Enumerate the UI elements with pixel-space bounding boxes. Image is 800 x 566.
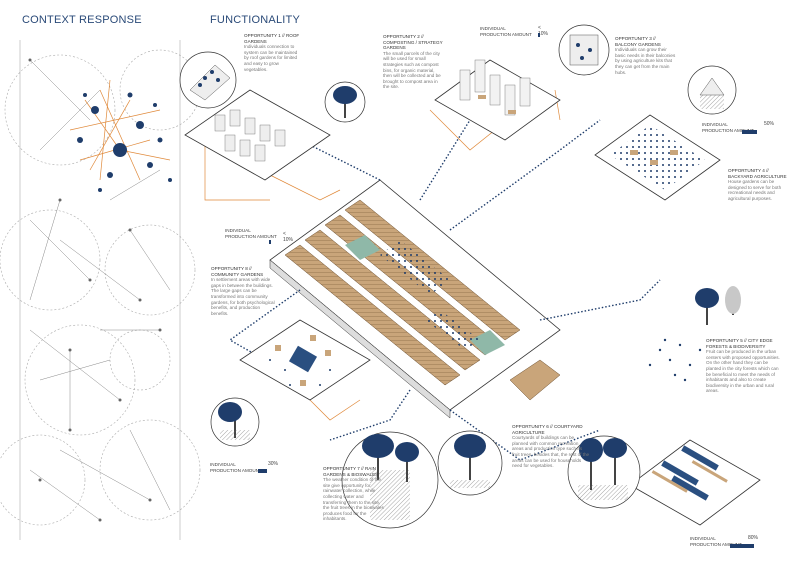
vignette-courtyard <box>437 430 503 496</box>
plate-backyard-agriculture <box>594 114 721 201</box>
opportunity-2-body: The small parcels of the city will be us… <box>383 50 441 90</box>
opportunity-3-title: OPPORTUNITY 3 // BALCONY GARDENS <box>615 36 661 47</box>
plate-city-edge-forests <box>629 439 761 526</box>
production-amount-community: INDIVIDUAL PRODUCTION AMOUNT 30% <box>210 461 278 473</box>
production-label: INDIVIDUAL PRODUCTION AMOUNT <box>480 26 532 37</box>
opportunity-7-body: The weather condition of the site give o… <box>323 477 384 522</box>
production-bar <box>742 130 757 134</box>
forest-scatter <box>648 338 702 382</box>
production-value: 50% <box>764 121 775 127</box>
context-response-header: CONTEXT RESPONSE <box>22 14 142 26</box>
plate-community-gardens <box>239 319 371 401</box>
opportunity-2-annotation: OPPORTUNITY 2 // COMPOSTING / STRATEGY G… <box>383 34 443 90</box>
opportunity-8-annotation: OPPORTUNITY 8 // COMMUNITY GARDENS In se… <box>211 266 277 316</box>
production-label: INDIVIDUAL PRODUCTION AMOUNT <box>225 228 277 239</box>
production-bar <box>269 240 271 244</box>
production-value: < 10% <box>283 231 294 243</box>
production-amount-backyard: INDIVIDUAL PRODUCTION AMOUNT 50% <box>702 121 774 134</box>
opportunity-1-title: OPPORTUNITY 1 // ROOF GARDENS <box>244 33 300 44</box>
production-value: 30% <box>268 461 279 467</box>
opportunity-4-body: House gardens can be designed to serve f… <box>728 179 782 201</box>
functionality-header: FUNCTIONALITY <box>210 14 300 26</box>
opportunity-3-annotation: OPPORTUNITY 3 // BALCONY GARDENS Individ… <box>615 36 677 75</box>
opportunity-4-title: OPPORTUNITY 4 // BACKYARD AGRICULTURE <box>728 168 787 179</box>
opportunity-4-annotation: OPPORTUNITY 4 // BACKYARD AGRICULTURE Ho… <box>728 168 790 202</box>
vignette-backyard <box>687 65 737 115</box>
opportunity-1-body: Individuals connection to system can be … <box>244 44 298 72</box>
opportunity-7-annotation: OPPORTUNITY 7 // RAIN GARDENS & BIOSWALE… <box>323 466 387 522</box>
tree-icon-forest <box>695 286 741 325</box>
production-value: 80% <box>748 535 759 541</box>
production-label: INDIVIDUAL PRODUCTION AMOUNT <box>690 536 742 547</box>
production-label: INDIVIDUAL PRODUCTION AMOUNT <box>702 122 754 133</box>
production-amount-roof: INDIVIDUAL PRODUCTION AMOUNT < 10% <box>225 228 293 244</box>
vignette-roof-gardens <box>179 51 237 109</box>
production-bar <box>730 544 754 548</box>
opportunity-6-body: Courtyards of buildings can be planned w… <box>512 435 590 469</box>
opportunity-1-annotation: OPPORTUNITY 1 // ROOF GARDENS Individual… <box>244 33 302 72</box>
vignette-city-forest <box>567 435 641 509</box>
vignette-composting-tree <box>324 81 366 123</box>
vignette-community <box>210 397 260 447</box>
opportunity-5-annotation: OPPORTUNITY 5 // CITY EDGE FORESTS & BIO… <box>706 338 784 394</box>
opportunity-6-title: OPPORTUNITY 6 // COURTYARD AGRICULTURE <box>512 424 583 435</box>
production-amount-city-forest: INDIVIDUAL PRODUCTION AMOUNT 80% <box>690 535 758 548</box>
plate-courtyard-agriculture <box>509 359 561 401</box>
production-label: INDIVIDUAL PRODUCTION AMOUNT <box>210 462 262 473</box>
opportunity-6-annotation: OPPORTUNITY 6 // COURTYARD AGRICULTURE C… <box>512 424 590 469</box>
vignette-rain-gardens <box>341 431 439 529</box>
plate-composting <box>434 59 561 141</box>
production-amount-composting: INDIVIDUAL PRODUCTION AMOUNT < 10% <box>480 25 548 37</box>
opportunity-7-title: OPPORTUNITY 7 // RAIN GARDENS & BIOSWALE… <box>323 466 379 477</box>
production-bar <box>538 33 540 37</box>
production-bar <box>258 469 267 473</box>
opportunity-8-title: OPPORTUNITY 8 // COMMUNITY GARDENS <box>211 266 264 277</box>
context-network-diagram <box>0 40 201 540</box>
opportunity-2-title: OPPORTUNITY 2 // COMPOSTING / STRATEGY G… <box>383 34 443 51</box>
opportunity-3-body: Individuals can grow their basic needs i… <box>615 47 676 75</box>
central-site-axonometric <box>269 179 561 419</box>
opportunity-5-title: OPPORTUNITY 5 // CITY EDGE FORESTS & BIO… <box>706 338 773 349</box>
opportunity-5-body: Fruit can be produced in the urban cente… <box>706 349 780 394</box>
plate-roof-gardens <box>184 89 331 181</box>
production-value: < 10% <box>538 25 549 37</box>
opportunity-8-body: In settlement areas with wide gaps in be… <box>211 277 275 316</box>
vignette-balcony <box>558 24 610 76</box>
